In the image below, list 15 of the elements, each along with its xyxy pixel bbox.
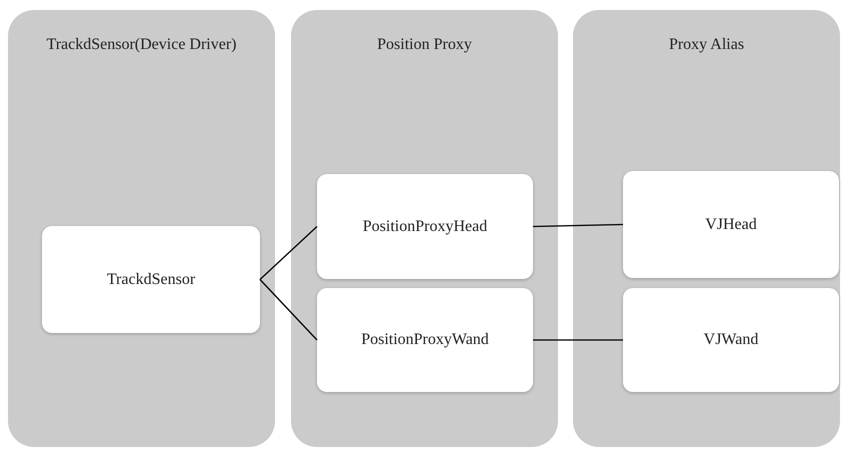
- process-box: VJWand: [623, 288, 839, 392]
- process-box: VJHead: [623, 171, 839, 278]
- process-box: PositionProxyWand: [317, 288, 533, 392]
- connector-line: [532, 224, 624, 228]
- column-panel: [573, 10, 840, 447]
- connector-line: [260, 226, 318, 280]
- column-panel: [291, 10, 558, 447]
- process-box: TrackdSensor: [42, 226, 260, 333]
- column-heading: Proxy Alias: [668, 36, 746, 54]
- connector-line: [260, 279, 318, 340]
- column-panel: [8, 10, 275, 447]
- connector-line: [533, 339, 623, 341]
- column-heading: TrackdSensor(Device Driver): [45, 36, 238, 54]
- process-box: PositionProxyHead: [317, 174, 533, 279]
- column-heading: Position Proxy: [376, 36, 473, 54]
